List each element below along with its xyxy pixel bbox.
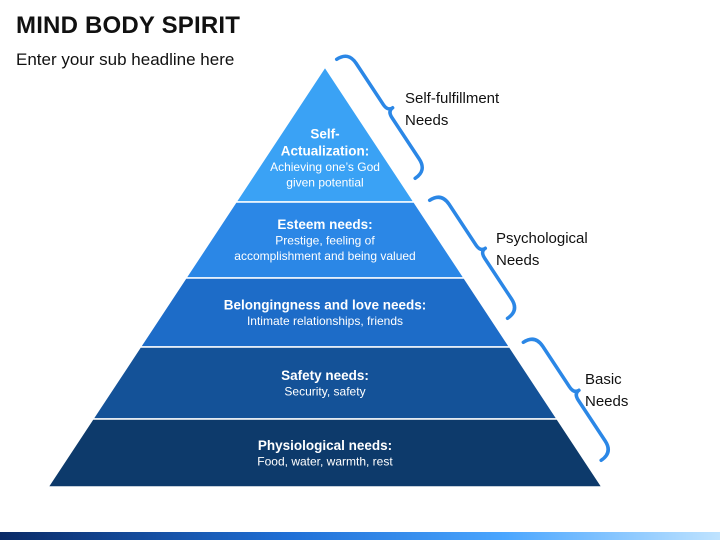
pyramid-level-shape	[46, 418, 604, 488]
bracket-label: Needs	[585, 393, 628, 410]
bracket-curve	[427, 195, 517, 321]
page-title: MIND BODY SPIRIT	[16, 12, 241, 39]
bracket-label: Basic	[585, 371, 622, 388]
level-title: Esteem needs:	[277, 217, 372, 232]
level-description: Prestige, feeling of	[275, 234, 375, 248]
pyramid-level-2: Esteem needs: Prestige, feeling ofaccompl…	[184, 201, 466, 279]
pyramid-level-5: Physiological needs:Food, water, warmth,…	[46, 418, 604, 488]
pyramid-level-4: Safety needs:Security, safety	[91, 346, 559, 420]
level-description: Security, safety	[284, 384, 365, 398]
level-description: Intimate relationships, friends	[247, 314, 403, 328]
bracket-label: Needs	[496, 252, 539, 269]
pyramid-level-shape	[138, 277, 512, 348]
level-title: Self-	[310, 127, 339, 142]
level-description: given potential	[286, 176, 363, 190]
level-title: Physiological needs:	[258, 438, 392, 453]
bracket-label: Self-fulfillment	[405, 90, 500, 107]
level-title: Belongingness and love needs:	[224, 297, 427, 312]
level-description: accomplishment and being valued	[234, 249, 415, 263]
bracket-label: Psychological	[496, 230, 588, 247]
pyramid-layers: Self- Actualization:Achieving one’s God gi…	[46, 65, 604, 488]
footer-bar	[0, 532, 720, 540]
pyramid-level-3: Belongingness and love needs: Intimate re…	[138, 277, 512, 348]
pyramid-level-1: Self- Actualization:Achieving one’s God gi…	[234, 65, 416, 203]
level-description: Food, water, warmth, rest	[257, 454, 393, 468]
brackets-group: Self-fulfillmentNeedsPsychologicalNeedsB…	[334, 54, 628, 463]
level-title: Actualization:	[281, 144, 370, 159]
page-subtitle: Enter your sub headline here	[16, 50, 235, 69]
bracket-label: Needs	[405, 112, 448, 129]
bracket-curve	[334, 54, 424, 181]
level-description: Achieving one’s God	[270, 160, 380, 174]
bracket-curve	[521, 337, 610, 463]
pyramid-level-shape	[91, 346, 559, 420]
level-title: Safety needs:	[281, 368, 369, 383]
